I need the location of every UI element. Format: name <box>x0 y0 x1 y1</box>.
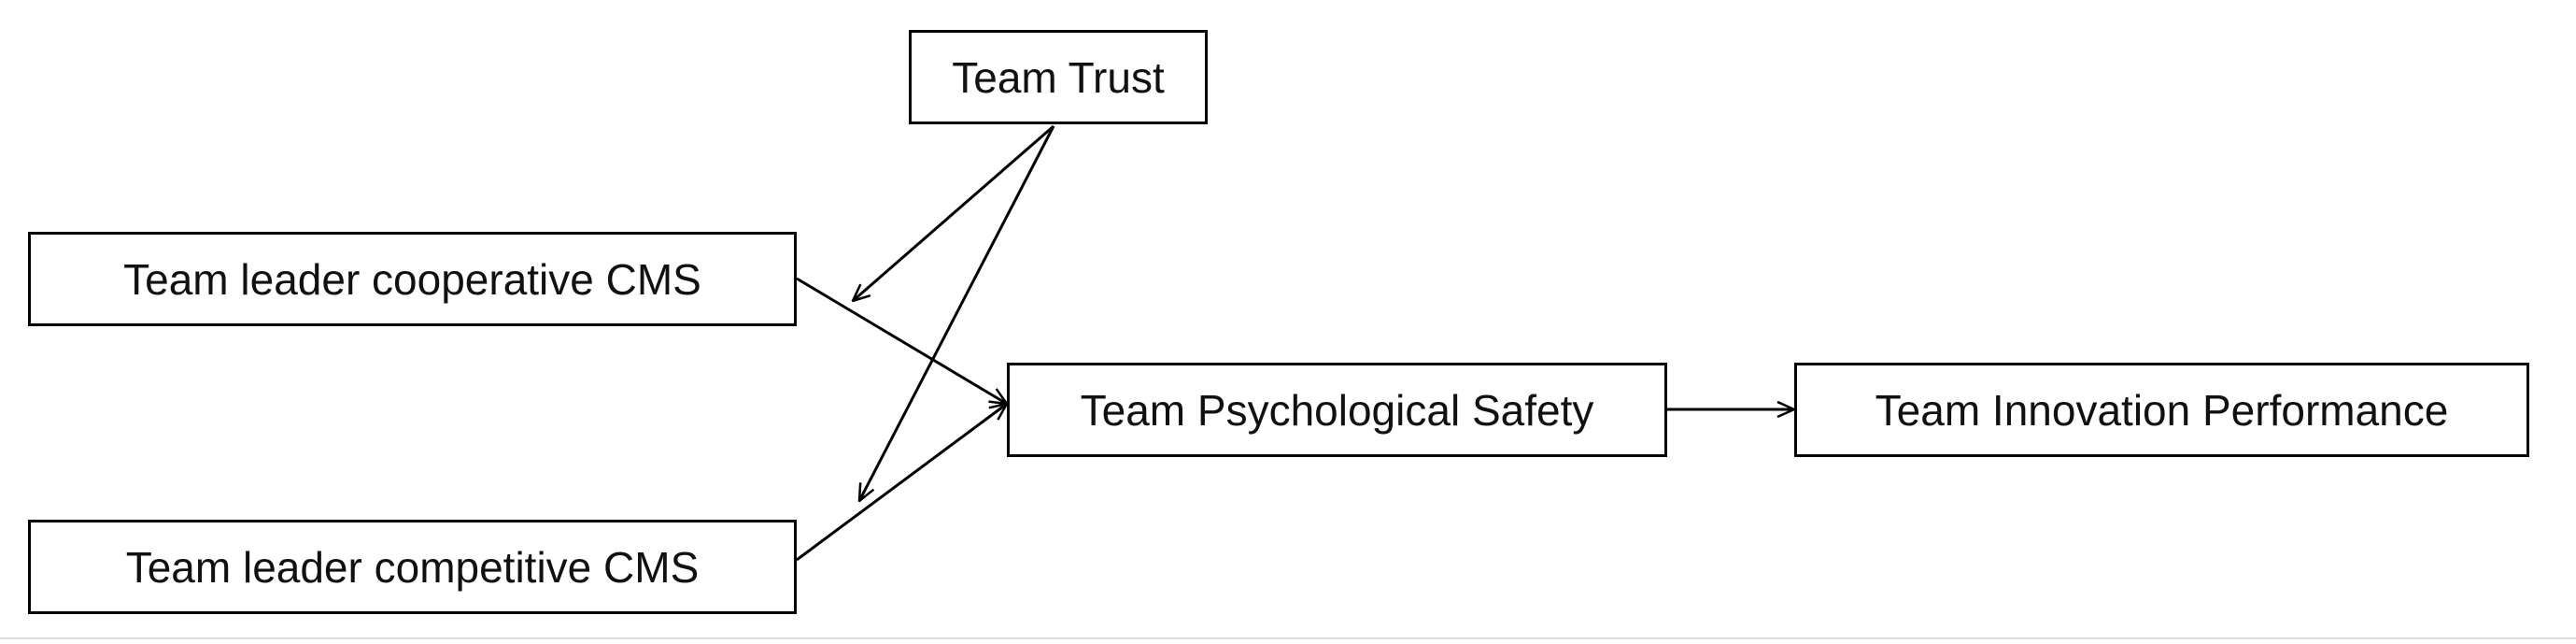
arrow-comp-to-psych <box>796 404 1007 562</box>
node-leader-cooperative-cms-label: Team leader cooperative CMS <box>123 254 701 304</box>
node-leader-competitive-cms: Team leader competitive CMS <box>28 520 797 614</box>
node-innovation-performance-label: Team Innovation Performance <box>1875 385 2449 435</box>
node-psychological-safety: Team Psychological Safety <box>1007 363 1667 457</box>
node-leader-competitive-cms-label: Team leader competitive CMS <box>125 542 700 592</box>
arrow-trust-to-comp-path <box>859 125 1055 501</box>
arrow-coop-to-psych <box>796 277 1007 404</box>
node-psychological-safety-label: Team Psychological Safety <box>1080 385 1594 435</box>
bottom-border <box>0 637 2576 639</box>
node-team-trust: Team Trust <box>909 30 1208 124</box>
arrow-trust-to-coop-path <box>853 124 1054 301</box>
node-innovation-performance: Team Innovation Performance <box>1794 363 2529 457</box>
node-team-trust-label: Team Trust <box>952 52 1165 102</box>
node-leader-cooperative-cms: Team leader cooperative CMS <box>28 232 797 326</box>
